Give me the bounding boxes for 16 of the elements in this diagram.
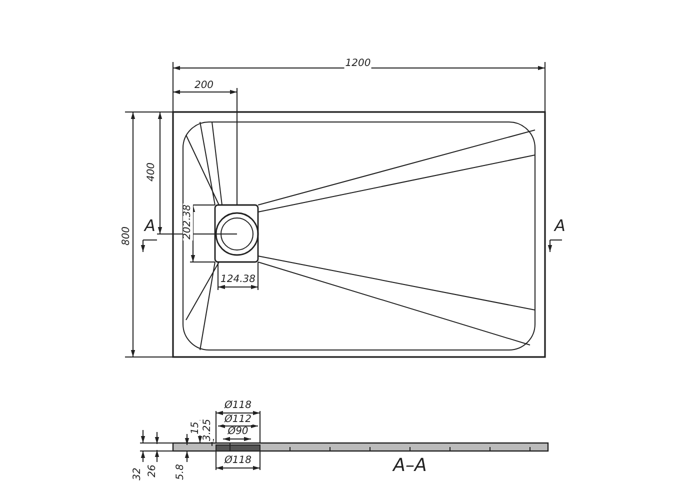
dimension-value: 124.38 [220,275,256,285]
dimension-value: 15 [191,420,201,436]
dimension-value: 5.8 [176,463,186,481]
dimension-value: 3.25 [203,418,213,442]
section-label: A [144,218,156,234]
dimension-value: Ø90 [226,427,250,437]
dimension-value: 32 [133,466,143,482]
dimension-value: 800 [122,225,132,247]
dimension-value: 200 [193,81,215,91]
dimension-value: 26 [148,464,158,478]
dimension-value: Ø118 [224,456,252,466]
dimension-value: Ø112 [224,415,252,425]
dimension-value: Ø118 [224,401,252,411]
dimension-value: 400 [147,161,157,183]
section-label: A [554,218,566,234]
dimension-value: 1200 [344,59,372,69]
